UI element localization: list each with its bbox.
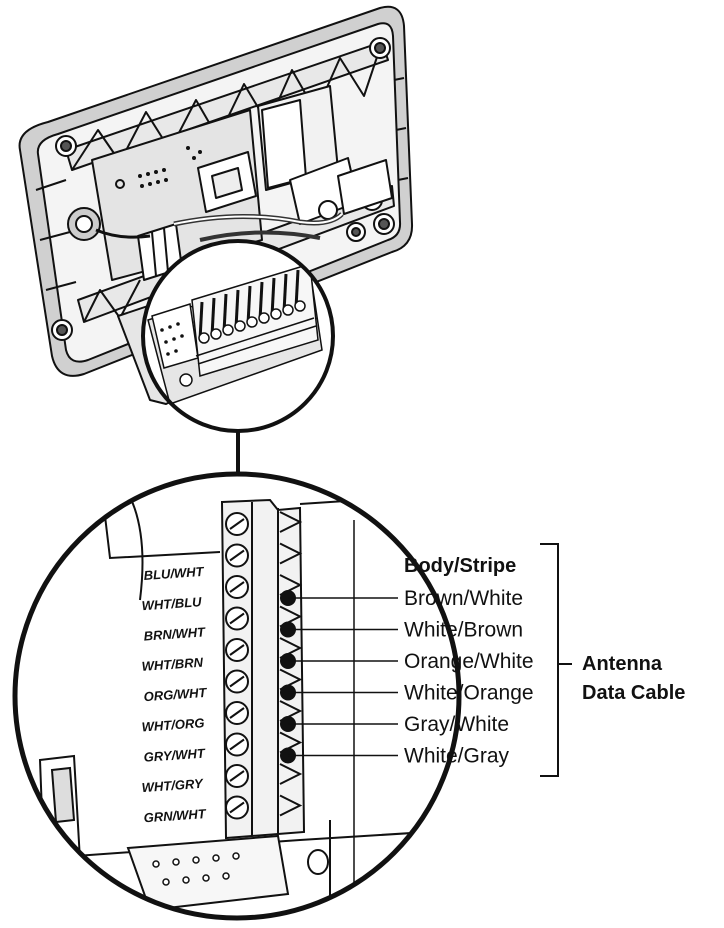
color-label: Orange/White bbox=[404, 650, 534, 673]
terminal-slot bbox=[279, 763, 303, 785]
terminal-screw bbox=[225, 795, 249, 820]
panel-back-illustration bbox=[18, 5, 414, 405]
terminal-label: GRN/WHT bbox=[143, 806, 207, 825]
terminal-label: WHT/GRY bbox=[141, 776, 204, 795]
cable-bracket bbox=[540, 543, 572, 777]
terminal-label: WHT/BLU bbox=[141, 594, 202, 613]
terminal-slot bbox=[279, 794, 303, 817]
terminal-screw bbox=[225, 512, 249, 536]
cable-label-line2: Data Cable bbox=[582, 682, 685, 704]
terminal-slot bbox=[279, 511, 303, 533]
terminal-screw bbox=[225, 543, 249, 568]
color-label: White/Gray bbox=[404, 745, 510, 768]
terminal-slot bbox=[279, 542, 303, 565]
terminal-screws bbox=[225, 512, 249, 820]
terminal-screw bbox=[225, 606, 249, 631]
magnify-source-circle bbox=[141, 239, 335, 433]
terminal-label: WHT/ORG bbox=[141, 715, 205, 734]
terminal-screw bbox=[225, 638, 249, 662]
color-label: White/Orange bbox=[404, 682, 534, 705]
terminal-label: BRN/WHT bbox=[143, 624, 206, 643]
terminal-screw bbox=[225, 701, 249, 725]
terminal-label: WHT/BRN bbox=[141, 655, 204, 674]
color-label: Brown/White bbox=[404, 587, 523, 610]
color-labels: Brown/WhiteWhite/BrownOrange/WhiteWhite/… bbox=[404, 587, 534, 768]
terminal-screw bbox=[225, 764, 249, 788]
terminal-labels: BLU/WHT WHT/BLU BRN/WHT WHT/BRN ORG/WHT WHT/O… bbox=[141, 564, 208, 826]
zoom-circle: BLU/WHT WHT/BLU BRN/WHT WHT/BRN ORG/WHT WHT/O… bbox=[12, 471, 462, 921]
terminal-label: ORG/WHT bbox=[143, 685, 208, 704]
color-label: Gray/White bbox=[404, 713, 509, 736]
terminal-label: BLU/WHT bbox=[143, 564, 205, 583]
leader-lines bbox=[288, 597, 398, 757]
body-stripe-header: Body/Stripe bbox=[404, 555, 516, 577]
terminal-screw bbox=[225, 669, 249, 694]
color-label: White/Brown bbox=[404, 619, 523, 642]
cable-label-line1: Antenna bbox=[582, 653, 663, 675]
terminal-label: GRY/WHT bbox=[143, 745, 206, 764]
terminal-screw bbox=[225, 575, 249, 599]
terminal-screw bbox=[225, 732, 249, 757]
